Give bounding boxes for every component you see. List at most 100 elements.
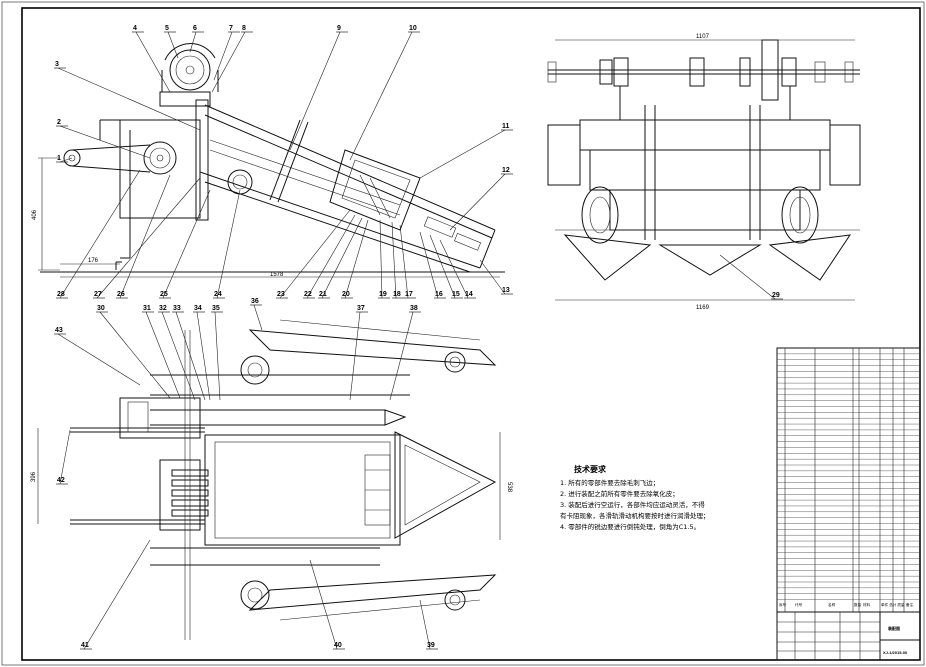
callout-6: 6 — [193, 25, 197, 32]
callout-leader-16 — [419, 231, 439, 299]
bill-of-materials: 序号 代号 名称 数量 材料 单件 总计 质量 备注 — [776, 347, 921, 613]
callout-leader-12 — [449, 173, 506, 231]
callout-leader-17 — [399, 224, 409, 299]
callout-23: 23 — [277, 291, 285, 298]
callout-leader-31 — [145, 311, 181, 399]
callout-leader-30 — [99, 311, 171, 399]
bom-header-seq: 序号 — [779, 602, 787, 607]
callout-39: 39 — [427, 642, 435, 649]
title-block: 装配图 XJ-1/2015-00 — [776, 611, 921, 661]
callout-leader-37 — [349, 311, 361, 401]
inner-frame — [21, 7, 921, 661]
callout-31: 31 — [143, 305, 151, 312]
callout-leader-41 — [83, 539, 151, 650]
callout-14: 14 — [465, 291, 473, 298]
tech-req-item-2: 2. 进行装配之前所有零件要去除氧化皮； — [560, 489, 679, 498]
callout-leader-24 — [216, 189, 241, 299]
callout-7: 7 — [229, 25, 233, 32]
callout-19: 19 — [379, 291, 387, 298]
callout-leader-35 — [214, 311, 221, 401]
callout-3: 3 — [55, 61, 59, 68]
callout-41: 41 — [81, 642, 89, 649]
callout-leader-10 — [349, 31, 413, 161]
drawing-name: 装配图 — [887, 625, 900, 631]
callout-leader-29 — [719, 254, 776, 300]
callout-35: 35 — [212, 305, 220, 312]
top-view: 396 538 — [31, 319, 512, 640]
callout-leader-6 — [189, 31, 197, 53]
dim-406: 406 — [32, 209, 38, 220]
callout-leader-27 — [96, 177, 201, 299]
callout-leader-9 — [289, 31, 341, 151]
bom-header-code: 代号 — [795, 602, 803, 607]
callout-leader-33 — [175, 311, 206, 401]
callout-33: 33 — [173, 305, 181, 312]
callout-13: 13 — [502, 287, 510, 294]
callout-5: 5 — [165, 25, 169, 32]
callout-27: 27 — [94, 291, 102, 298]
callout-8: 8 — [242, 25, 246, 32]
callout-leader-38 — [389, 311, 414, 401]
callout-9: 9 — [337, 25, 341, 32]
dim-1169: 1169 — [696, 305, 710, 311]
callout-leader-39 — [419, 599, 431, 650]
callout-28: 28 — [57, 291, 65, 298]
bom-header-mass: 单件 总计 质量 — [881, 602, 905, 607]
callout-leader-43 — [57, 333, 141, 386]
callout-leader-3 — [57, 67, 201, 131]
callout-42: 42 — [57, 477, 65, 484]
callout-leader-7 — [213, 31, 233, 81]
dim-1578: 1578 — [270, 272, 284, 278]
callout-leader-14 — [439, 239, 469, 299]
callout-15: 15 — [452, 291, 460, 298]
tech-req-item-5: 4. 零部件的锐边要进行倒钝处理，倒角为C1.5。 — [560, 522, 700, 531]
callout-36: 36 — [251, 298, 259, 305]
bom-header-material: 材料 — [863, 602, 871, 607]
callout-24: 24 — [214, 291, 222, 298]
tech-req-title: 技术要求 — [574, 464, 607, 474]
callout-34: 34 — [194, 305, 202, 312]
callout-38: 38 — [410, 305, 418, 312]
callout-20: 20 — [342, 291, 350, 298]
callout-leader-4 — [135, 31, 171, 93]
callout-32: 32 — [159, 305, 167, 312]
dim-1107: 1107 — [696, 34, 710, 40]
side-view: 1107 1169 — [547, 34, 861, 311]
callout-leader-11 — [419, 129, 506, 179]
callout-leader-26 — [119, 174, 171, 299]
callout-leader-25 — [162, 189, 211, 299]
callout-leader-36 — [253, 304, 263, 331]
callout-21: 21 — [319, 291, 327, 298]
callout-leader-40 — [309, 559, 338, 650]
drawing-number: XJ-1/2015-00 — [883, 650, 908, 655]
bom-rows — [777, 353, 920, 600]
callout-leader-34 — [196, 311, 211, 401]
callout-25: 25 — [160, 291, 168, 298]
callout-12: 12 — [502, 167, 510, 174]
callout-43: 43 — [55, 327, 63, 334]
callout-leader-28 — [59, 169, 141, 299]
callout-2: 2 — [57, 119, 61, 126]
callout-leader-13 — [479, 259, 506, 295]
callout-leader-15 — [429, 234, 456, 299]
tech-req-item-3: 3. 装配后进行空运行，各部件均应运动灵活，不得 — [560, 500, 705, 509]
bom-header-remark: 备注 — [906, 602, 914, 607]
callout-leader-22 — [306, 214, 356, 299]
callout-leader-20 — [344, 219, 369, 299]
callout-leader-8 — [211, 31, 246, 93]
callout-30: 30 — [97, 305, 105, 312]
callout-leader-1 — [59, 157, 73, 163]
tech-req-item-4: 有卡阻现象，各滑轨滑动机构要按时进行润滑处理； — [560, 511, 710, 520]
callout-11: 11 — [502, 123, 510, 130]
callout-leader-32 — [161, 311, 196, 401]
callout-17: 17 — [405, 291, 413, 298]
callout-leader-2 — [59, 125, 151, 159]
bom-header-qty: 数量 — [854, 602, 862, 607]
callout-40: 40 — [334, 642, 342, 649]
callout-leader-5 — [167, 31, 179, 59]
tech-requirements: 技术要求 1. 所有的零部件要去除毛刺飞边； 2. 进行装配之前所有零件要去除氧… — [560, 464, 710, 531]
dim-396: 396 — [31, 471, 37, 482]
